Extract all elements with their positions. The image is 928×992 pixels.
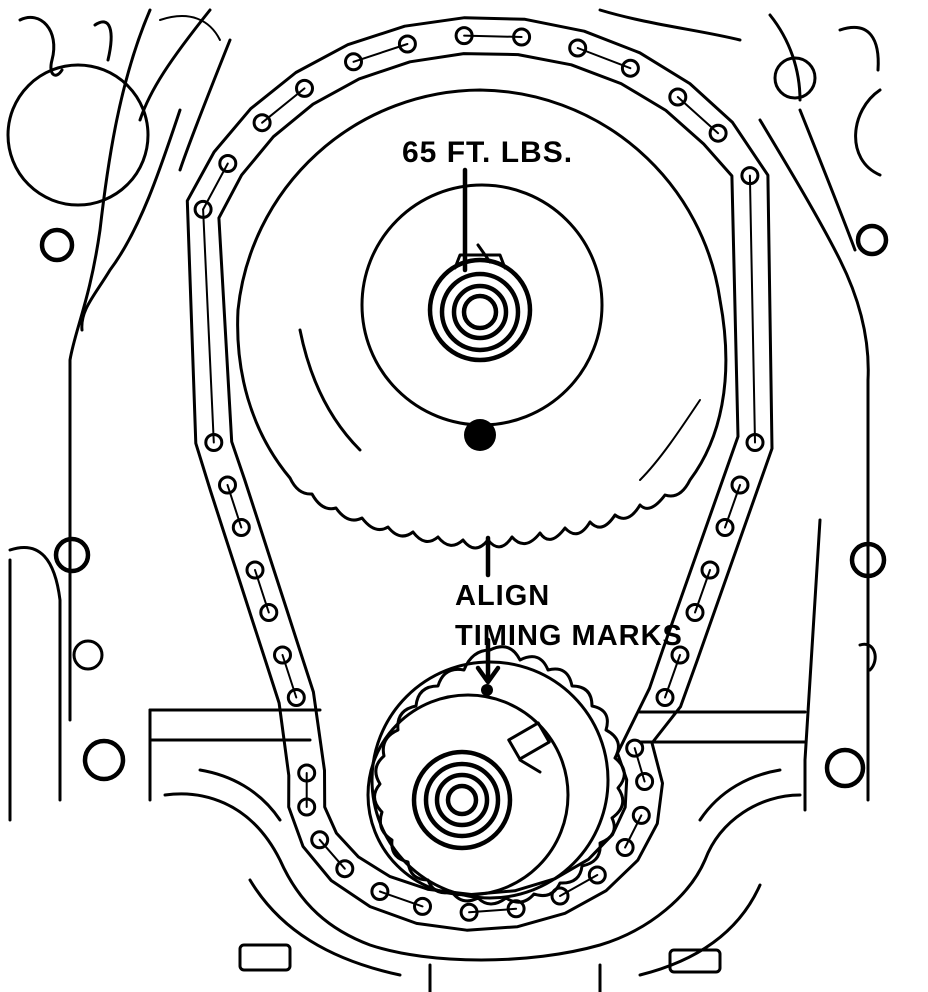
chain-link-pin bbox=[295, 78, 314, 98]
timing-chain bbox=[185, 16, 774, 932]
chain-link-pin bbox=[700, 560, 720, 580]
chain-link-pin bbox=[273, 645, 292, 665]
chain-link-pin bbox=[670, 645, 690, 665]
chain-link-pin bbox=[297, 763, 317, 783]
chain-link-pin bbox=[745, 433, 765, 452]
chain-link-pin bbox=[615, 838, 635, 857]
chain-link-pin bbox=[335, 859, 355, 879]
chain-link-pin bbox=[620, 58, 640, 78]
chain-link-plate bbox=[748, 174, 756, 444]
chain-link-pin bbox=[370, 882, 390, 901]
chain-link-plate bbox=[202, 208, 215, 444]
align-label-line1: ALIGN bbox=[455, 580, 551, 612]
engine-block-outline bbox=[6, 8, 889, 992]
chain-link-pin bbox=[397, 34, 417, 54]
torque-spec-label: 65 FT. LBS. bbox=[402, 136, 574, 169]
chain-link-pin bbox=[512, 27, 532, 47]
crankshaft-sprocket bbox=[366, 645, 626, 906]
chain-link-pin bbox=[218, 475, 237, 495]
align-label-line2: TIMING MARKS bbox=[455, 620, 683, 652]
chain-link-pin bbox=[568, 38, 588, 58]
chain-outer-edge bbox=[185, 16, 774, 932]
chain-link-pin bbox=[344, 52, 363, 72]
chain-link-plate bbox=[463, 34, 523, 38]
chain-link-pin bbox=[310, 830, 330, 850]
align-leader-line bbox=[475, 535, 501, 685]
chain-link-pin bbox=[730, 475, 750, 495]
chain-link-pin bbox=[655, 688, 675, 707]
chain-link-pin bbox=[550, 886, 570, 906]
chain-link-pin bbox=[459, 902, 479, 922]
chain-link-pin bbox=[708, 123, 728, 143]
chain-link-pin bbox=[286, 688, 306, 707]
chain-link-pin bbox=[587, 865, 607, 885]
chain-inner-edge bbox=[217, 52, 740, 896]
chain-link-pin bbox=[635, 772, 655, 791]
chain-link-pin bbox=[668, 87, 688, 107]
chain-link-pin bbox=[413, 896, 432, 916]
chain-link-pin bbox=[715, 518, 735, 537]
chain-link-pin bbox=[259, 603, 279, 622]
chain-link-pin bbox=[252, 113, 272, 133]
chain-link-pin bbox=[231, 518, 251, 537]
chain-link-plate bbox=[624, 814, 643, 849]
chain-link-pin bbox=[631, 805, 651, 825]
chain-link-plate bbox=[633, 747, 646, 783]
chain-link-pin bbox=[625, 738, 645, 758]
chain-link-pin bbox=[218, 154, 238, 173]
chain-link-pin bbox=[245, 560, 265, 580]
chain-link-pin bbox=[685, 603, 705, 622]
chain-link-plate bbox=[318, 838, 346, 870]
